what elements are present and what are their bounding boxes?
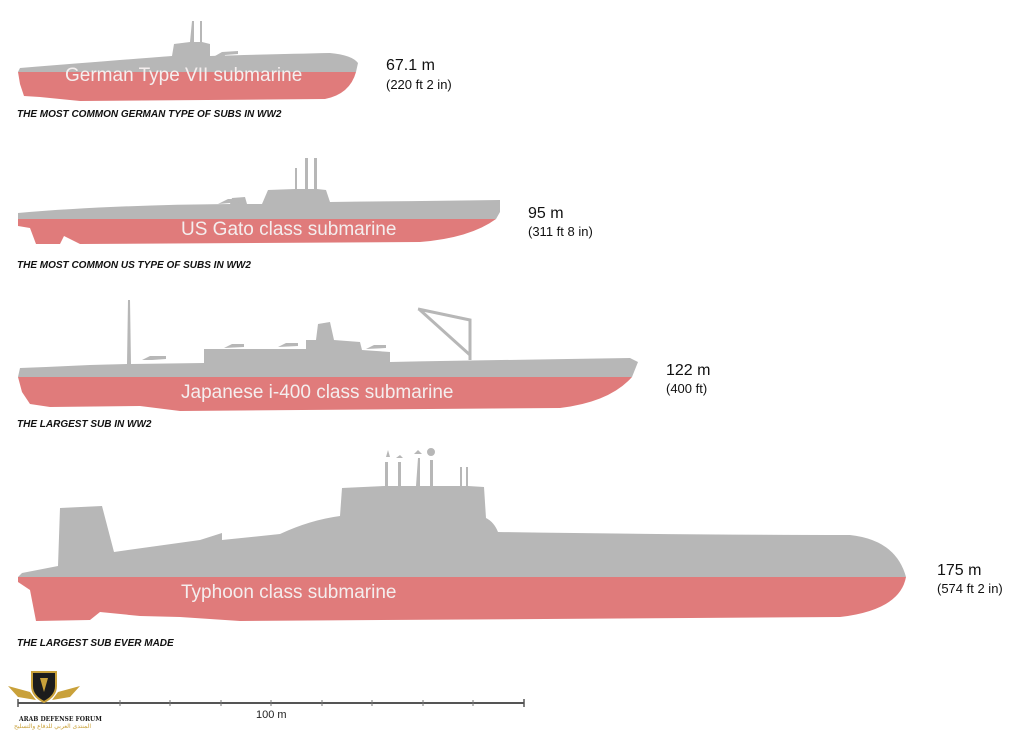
type-vii-caption: THE MOST COMMON GERMAN TYPE OF SUBS IN W…: [17, 109, 282, 120]
type-vii-length-ft: (220 ft 2 in): [386, 77, 452, 92]
gato-caption: THE MOST COMMON US TYPE OF SUBS IN WW2: [17, 260, 251, 271]
type-vii-deck-gun: [215, 51, 238, 58]
scale-bar: [17, 699, 525, 707]
type-vii-silhouette: [18, 21, 358, 101]
gato-silhouette: [18, 158, 500, 244]
typhoon-name: Typhoon class submarine: [181, 582, 397, 603]
logo-wings: [8, 686, 80, 700]
type-vii-lower-hull: [18, 72, 356, 101]
scale-bar-label: 100 m: [256, 709, 287, 721]
gato-hull: [18, 158, 500, 219]
type-vii-length-m: 67.1 m: [386, 57, 435, 74]
logo-emblem: [40, 678, 48, 692]
i400-caption: THE LARGEST SUB IN WW2: [17, 419, 152, 430]
logo-arabic: المنتدى العربي للدفاع والتسليح: [14, 723, 91, 730]
logo-name: ARAB DEFENSE FORUM: [19, 716, 102, 723]
type-vii-name: German Type VII submarine: [65, 65, 303, 86]
type-vii-hull: [18, 21, 358, 72]
i400-lower-hull: [18, 377, 632, 411]
i400-name: Japanese i-400 class submarine: [181, 382, 454, 403]
typhoon-lower-hull: [18, 577, 906, 621]
gato-name: US Gato class submarine: [181, 219, 397, 240]
typhoon-caption: THE LARGEST SUB EVER MADE: [17, 638, 174, 649]
logo-abbr: DA: [38, 690, 50, 699]
typhoon-silhouette: [18, 448, 906, 621]
i400-length-m: 122 m: [666, 362, 711, 379]
gato-deck-gun: [218, 199, 244, 204]
typhoon-length-ft: (574 ft 2 in): [937, 581, 1003, 596]
gato-length-ft: (311 ft 8 in): [528, 224, 593, 239]
i400-length-ft: (400 ft): [666, 381, 708, 396]
i400-silhouette: [18, 300, 638, 411]
gato-length-m: 95 m: [528, 205, 564, 222]
typhoon-hull: [18, 458, 906, 577]
i400-crane: [417, 307, 472, 360]
i400-hull: [18, 300, 638, 377]
forum-logo: [8, 671, 80, 704]
gato-lower-hull: [18, 219, 496, 244]
typhoon-mast-tops: [386, 448, 435, 458]
typhoon-length-m: 175 m: [937, 562, 982, 579]
